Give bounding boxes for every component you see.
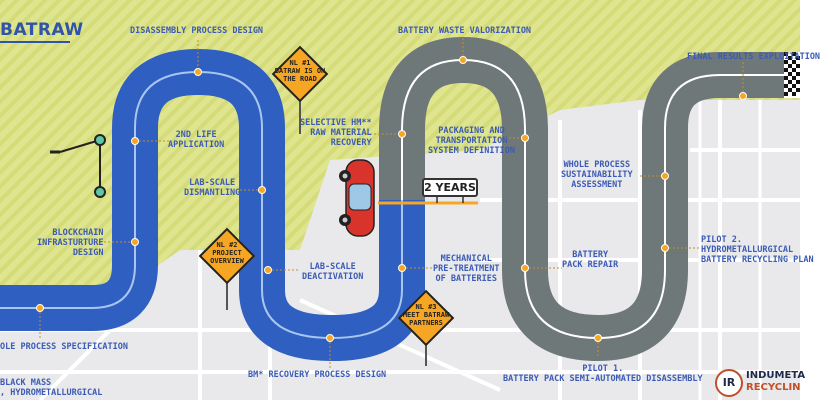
sign-newsletter-2: NL #2 PROJECT OVERVIEW [198, 227, 256, 310]
indumetal-recycling-logo: IR INDUMETA RECYCLIN [715, 365, 805, 400]
label-lab-scale-deactivation: LAB-SCALE DEACTIVATION [302, 262, 364, 282]
label-pilot-1-battery-pack-disassembly: PILOT 1. BATTERY PACK SEMI-AUTOMATED DIS… [503, 364, 703, 384]
logo-name-line1: INDUMETA [746, 370, 806, 381]
label-packaging-transportation-system: PACKAGING AND TRANSPORTATION SYSTEM DEFI… [428, 126, 515, 156]
label-battery-pack-repair: BATTERY PACK REPAIR [562, 250, 619, 270]
label-whole-process-sustainability: WHOLE PROCESS SUSTAINABILITY ASSESSMENT [561, 160, 633, 190]
logo-mark: IR [715, 369, 743, 397]
milestone-dots [36, 56, 747, 342]
label-whole-process-specification: OLE PROCESS SPECIFICATION [0, 342, 128, 352]
label-selective-hm-raw-material-recovery: SELECTIVE HM** RAW MATERIAL RECOVERY [300, 118, 372, 148]
red-car [339, 159, 375, 237]
label-pilot-2-hydrometallurgical: PILOT 2. HYDROMETALLURGICAL BATTERY RECY… [701, 235, 814, 265]
sign-pole [299, 100, 301, 134]
blue-road-lane [0, 70, 403, 340]
label-disassembly-process-design: DISASSEMBLY PROCESS DESIGN [130, 26, 264, 36]
sign-newsletter-3-text: NL #3 MEET BATRAW PARTNERS [402, 303, 450, 327]
label-black-mass-hydrometallurgical: BLACK MASS , HYDROMETALLURGICAL [0, 378, 103, 398]
sign-newsletter-3: NL #3 MEET BATRAW PARTNERS [397, 289, 455, 366]
brand-title: BATRAW [0, 20, 84, 40]
logo-name-line2: RECYCLIN [746, 382, 801, 393]
label-2nd-life-application: 2ND LIFE APPLICATION [168, 130, 225, 150]
gray-road-lane [401, 58, 800, 340]
label-blockchain-infrastructure-design: BLOCKCHAIN INFRASTURTURE DESIGN [37, 228, 104, 258]
label-final-results-exploitation: FINAL RESULTS EXPLOITATION [687, 52, 820, 62]
finish-line-flag [784, 52, 800, 98]
leader-lines [39, 38, 744, 368]
label-battery-waste-valorization: BATTERY WASTE VALORIZATION [398, 26, 532, 36]
scooter-icon [50, 134, 106, 198]
sign-pole [425, 344, 427, 366]
sign-newsletter-1-text: NL #1 BATRAW IS ON THE ROAD [274, 59, 326, 83]
two-years-label: 2 YEARS [422, 178, 478, 197]
brand-underline [0, 41, 70, 43]
sign-pole [226, 282, 228, 310]
roadmap-scene [0, 0, 800, 400]
sign-newsletter-2-text: NL #2 PROJECT OVERVIEW [210, 241, 244, 265]
label-mechanical-pre-treatment: MECHANICAL PRE-TREATMENT OF BATTERIES [433, 254, 500, 284]
city-streets-right [698, 100, 762, 400]
label-lab-scale-dismantling: LAB-SCALE DISMANTLING [184, 178, 241, 198]
label-bm-recovery-process-design: BM* RECOVERY PROCESS DESIGN [248, 370, 387, 380]
sign-newsletter-1: NL #1 BATRAW IS ON THE ROAD [271, 45, 329, 134]
